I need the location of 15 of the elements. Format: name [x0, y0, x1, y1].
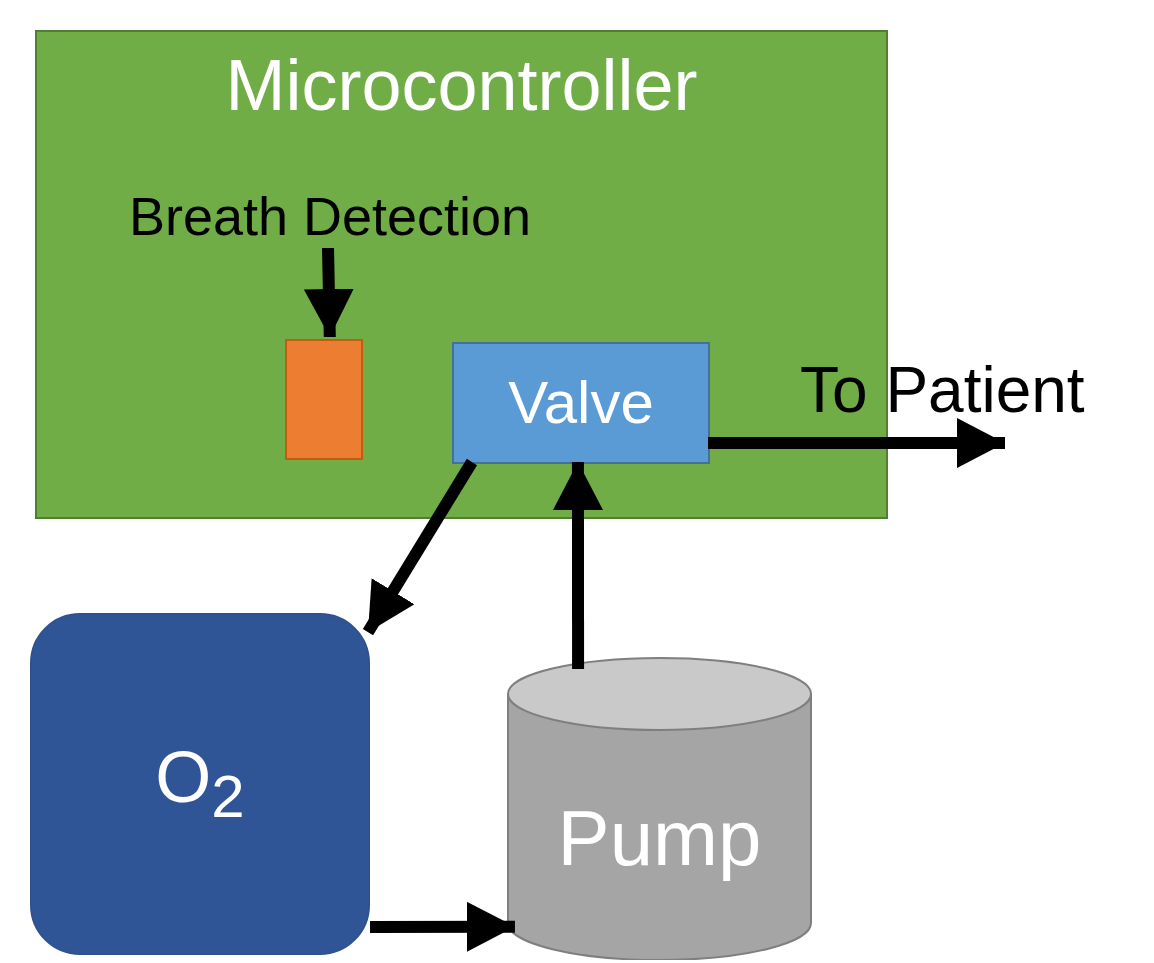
arrow: [553, 462, 603, 670]
edge-label: To Patient: [800, 355, 1085, 426]
arrow: [369, 901, 515, 952]
node-title: Microcontroller: [225, 46, 698, 126]
arrow: [303, 247, 354, 338]
node-label: Breath Detection: [128, 187, 532, 247]
sensor-box: [285, 339, 363, 460]
node-title: Valve: [508, 370, 654, 436]
valve-box: [452, 342, 710, 464]
node-title: Pump: [557, 795, 762, 882]
arrow: [708, 418, 1005, 468]
node-title: O$_{2}$: [155, 737, 245, 831]
microcontroller-panel: [35, 30, 888, 519]
oxygen-tank-box: [30, 613, 370, 955]
arrow: [362, 458, 478, 636]
